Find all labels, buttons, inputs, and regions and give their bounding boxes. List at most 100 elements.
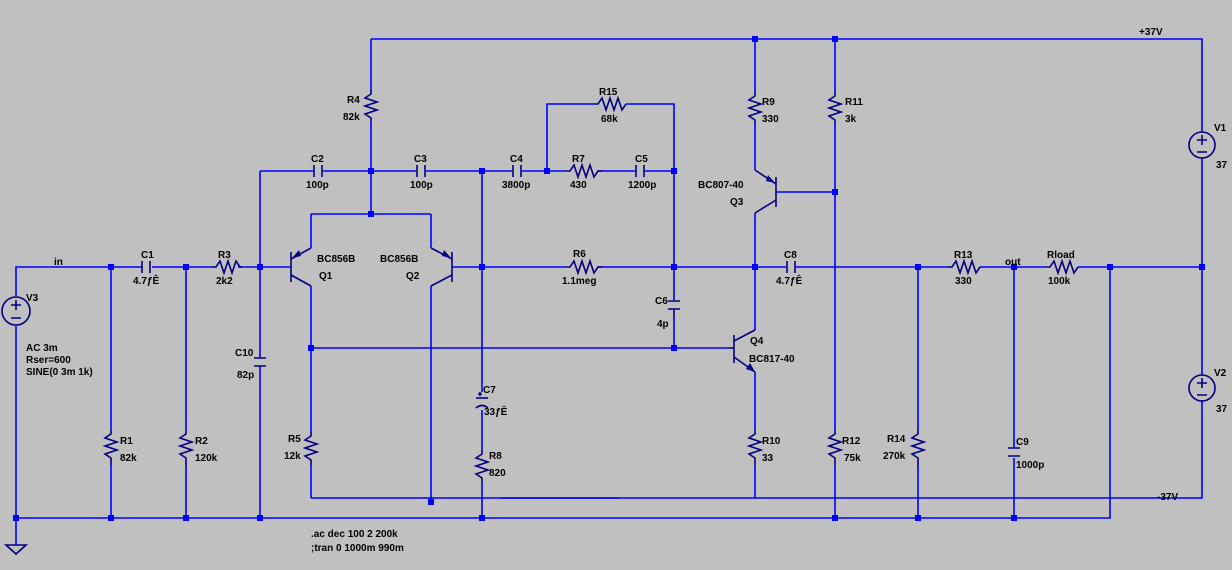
- resistor-r1[interactable]: R1 82k: [102, 430, 137, 466]
- resistor-rload[interactable]: Rload 100k: [1046, 250, 1079, 287]
- c2-value: 100p: [306, 180, 329, 191]
- q4-name: Q4: [750, 336, 764, 347]
- c2-name: C2: [311, 154, 324, 165]
- r1-name: R1: [120, 436, 133, 447]
- r9-name: R9: [762, 97, 775, 108]
- v1-name: V1: [1214, 123, 1227, 134]
- c5-name: C5: [635, 154, 648, 165]
- v3-name: V3: [26, 293, 39, 304]
- c8-name: C8: [784, 250, 797, 261]
- net-label-vminus: -37V: [1157, 492, 1178, 503]
- resistor-r15[interactable]: R15 68k: [594, 87, 627, 125]
- r10-name: R10: [762, 436, 781, 447]
- c9-value: 1000p: [1016, 460, 1044, 471]
- r5-value: 12k: [284, 451, 301, 462]
- capacitor-c4[interactable]: C4 3800p: [502, 154, 530, 191]
- r15-name: R15: [599, 87, 618, 98]
- c4-name: C4: [510, 154, 523, 165]
- capacitor-c1[interactable]: C1 4.7ƒÊ: [133, 250, 159, 287]
- resistor-r3[interactable]: R3 2k2: [212, 250, 242, 287]
- transistor-q1[interactable]: BC856B Q1: [290, 247, 355, 287]
- c10-value: 82p: [237, 370, 254, 381]
- net-label-vplus: +37V: [1139, 27, 1163, 38]
- capacitor-c6[interactable]: C6 4p: [655, 296, 680, 330]
- v2-name: V2: [1214, 368, 1227, 379]
- capacitor-c3[interactable]: C3 100p: [410, 154, 433, 191]
- capacitor-c2[interactable]: C2 100p: [306, 154, 329, 191]
- r2-name: R2: [195, 436, 208, 447]
- r12-value: 75k: [844, 453, 861, 464]
- q1-model: BC856B: [317, 254, 355, 265]
- r14-value: 270k: [883, 451, 906, 462]
- rload-value: 100k: [1048, 276, 1071, 287]
- spice-directive-tran[interactable]: ;tran 0 1000m 990m: [311, 543, 404, 554]
- resistor-r8[interactable]: R8 820: [473, 450, 506, 482]
- source-v2[interactable]: V2 37: [1188, 368, 1228, 415]
- v3-param-2: Rser=600: [26, 355, 71, 366]
- c5-value: 1200p: [628, 180, 656, 191]
- r11-name: R11: [845, 97, 863, 108]
- resistor-r14[interactable]: R14 270k: [883, 430, 927, 466]
- capacitor-c5[interactable]: C5 1200p: [628, 154, 656, 191]
- r11-value: 3k: [845, 114, 857, 125]
- q2-model: BC856B: [380, 254, 418, 265]
- r3-name: R3: [218, 250, 231, 261]
- transistor-q3[interactable]: BC807-40 Q3: [698, 169, 777, 214]
- v3-param-3: SINE(0 3m 1k): [26, 367, 93, 378]
- transistor-q2[interactable]: BC856B Q2: [380, 247, 453, 287]
- c10-name: C10: [235, 348, 254, 359]
- capacitor-c8[interactable]: C8 4.7ƒÊ: [776, 250, 802, 287]
- r13-name: R13: [954, 250, 973, 261]
- c6-name: C6: [655, 296, 668, 307]
- r10-value: 33: [762, 453, 774, 464]
- capacitor-c10[interactable]: C10 82p: [235, 348, 266, 381]
- capacitor-c7[interactable]: C7 33ƒÊ: [475, 385, 508, 418]
- resistor-r5[interactable]: R5 12k: [284, 432, 320, 466]
- c3-value: 100p: [410, 180, 433, 191]
- c9-name: C9: [1016, 437, 1029, 448]
- r8-value: 820: [489, 468, 506, 479]
- r15-value: 68k: [601, 114, 618, 125]
- spice-directive-ac[interactable]: .ac dec 100 2 200k: [311, 529, 398, 540]
- resistor-r9[interactable]: R9 330: [746, 92, 779, 125]
- c3-name: C3: [414, 154, 427, 165]
- transistor-q4[interactable]: Q4 BC817-40: [730, 329, 795, 373]
- c4-value: 3800p: [502, 180, 530, 191]
- resistor-r6[interactable]: R6 1.1meg: [562, 249, 602, 287]
- source-v3[interactable]: V3 AC 3m Rser=600 SINE(0 3m 1k): [1, 293, 93, 378]
- r4-name: R4: [347, 95, 360, 106]
- resistor-r13[interactable]: R13 330: [948, 250, 981, 287]
- rload-name: Rload: [1047, 250, 1075, 261]
- c6-value: 4p: [657, 319, 669, 330]
- v2-value: 37: [1216, 404, 1228, 415]
- r5-name: R5: [288, 434, 301, 445]
- junctions: [13, 36, 1205, 521]
- r12-name: R12: [842, 436, 861, 447]
- resistor-r2[interactable]: R2 120k: [177, 430, 218, 466]
- r1-value: 82k: [120, 453, 137, 464]
- resistor-r10[interactable]: R10 33: [746, 430, 781, 466]
- q3-model: BC807-40: [698, 180, 744, 191]
- r9-value: 330: [762, 114, 779, 125]
- r14-name: R14: [887, 434, 906, 445]
- resistor-r7[interactable]: R7 430: [566, 154, 602, 191]
- ground-symbol[interactable]: [3, 544, 29, 556]
- q1-name: Q1: [319, 271, 333, 282]
- r3-value: 2k2: [216, 276, 233, 287]
- c7-name: C7: [483, 385, 496, 396]
- q2-name: Q2: [406, 271, 420, 282]
- r8-name: R8: [489, 451, 502, 462]
- r6-name: R6: [573, 249, 586, 260]
- wires: [15, 38, 1203, 545]
- c7-value: 33ƒÊ: [484, 405, 508, 418]
- r7-name: R7: [572, 154, 585, 165]
- source-v1[interactable]: V1 37: [1188, 123, 1228, 171]
- resistor-r4[interactable]: R4 82k: [343, 90, 380, 123]
- net-label-out: out: [1005, 257, 1021, 268]
- r7-value: 430: [570, 180, 587, 191]
- c1-name: C1: [141, 250, 154, 261]
- resistor-r12[interactable]: R12 75k: [826, 430, 861, 466]
- resistor-r11[interactable]: R11 3k: [826, 92, 863, 125]
- capacitor-c9[interactable]: C9 1000p: [1008, 437, 1044, 471]
